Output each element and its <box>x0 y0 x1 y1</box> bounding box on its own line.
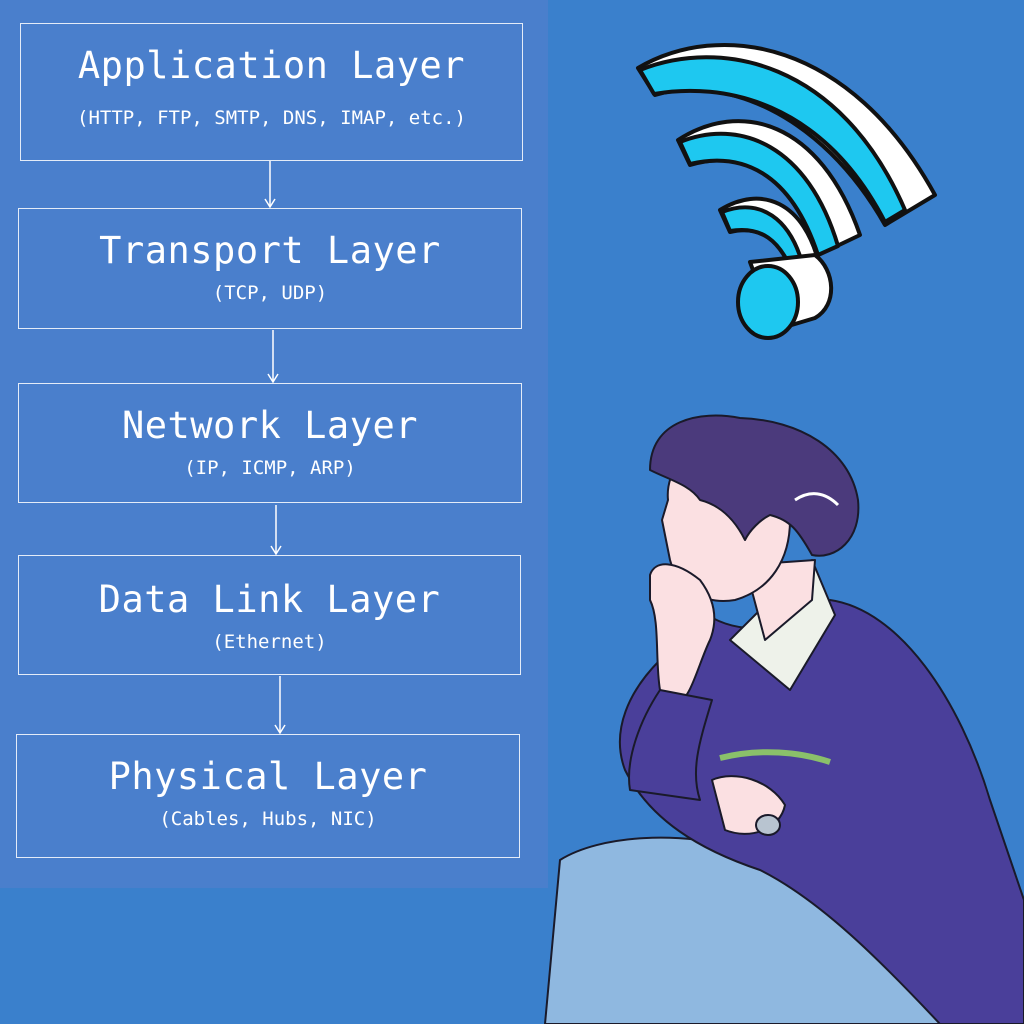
arrow-application-to-transport <box>264 161 276 209</box>
data-link-layer-title: Data Link Layer <box>98 578 441 621</box>
network-layer-protocols: (IP, ICMP, ARP) <box>184 457 356 479</box>
thinking-person-illustration <box>544 414 1024 1024</box>
osi-diagram-panel: Application Layer (HTTP, FTP, SMTP, DNS,… <box>0 0 548 888</box>
arrow-data-link-to-physical <box>274 676 286 735</box>
arrow-transport-to-network <box>267 330 279 384</box>
physical-layer-title: Physical Layer <box>108 755 428 798</box>
wristwatch <box>755 814 781 836</box>
arrow-network-to-data-link <box>270 505 282 556</box>
hair <box>649 414 860 557</box>
sweater-stripe <box>719 749 831 765</box>
physical-layer-protocols: (Cables, Hubs, NIC) <box>159 808 377 830</box>
network-layer-box: Network Layer (IP, ICMP, ARP) <box>18 383 522 503</box>
hand-on-chin <box>649 563 716 701</box>
physical-layer-box: Physical Layer (Cables, Hubs, NIC) <box>16 734 520 858</box>
transport-layer-title: Transport Layer <box>99 229 441 272</box>
application-layer-box: Application Layer (HTTP, FTP, SMTP, DNS,… <box>20 23 523 161</box>
layer-connectors <box>264 161 286 735</box>
sweater <box>618 599 1024 1024</box>
application-layer-protocols: (HTTP, FTP, SMTP, DNS, IMAP, etc.) <box>77 107 466 129</box>
hair-highlight <box>794 492 840 507</box>
transport-layer-box: Transport Layer (TCP, UDP) <box>18 208 522 329</box>
wifi-icon <box>636 43 937 340</box>
data-link-layer-protocols: (Ethernet) <box>212 631 327 653</box>
network-layer-title: Network Layer <box>121 404 419 447</box>
data-link-layer-box: Data Link Layer (Ethernet) <box>18 555 521 675</box>
application-layer-title: Application Layer <box>77 44 466 87</box>
transport-layer-protocols: (TCP, UDP) <box>212 282 328 304</box>
arm <box>628 689 713 801</box>
